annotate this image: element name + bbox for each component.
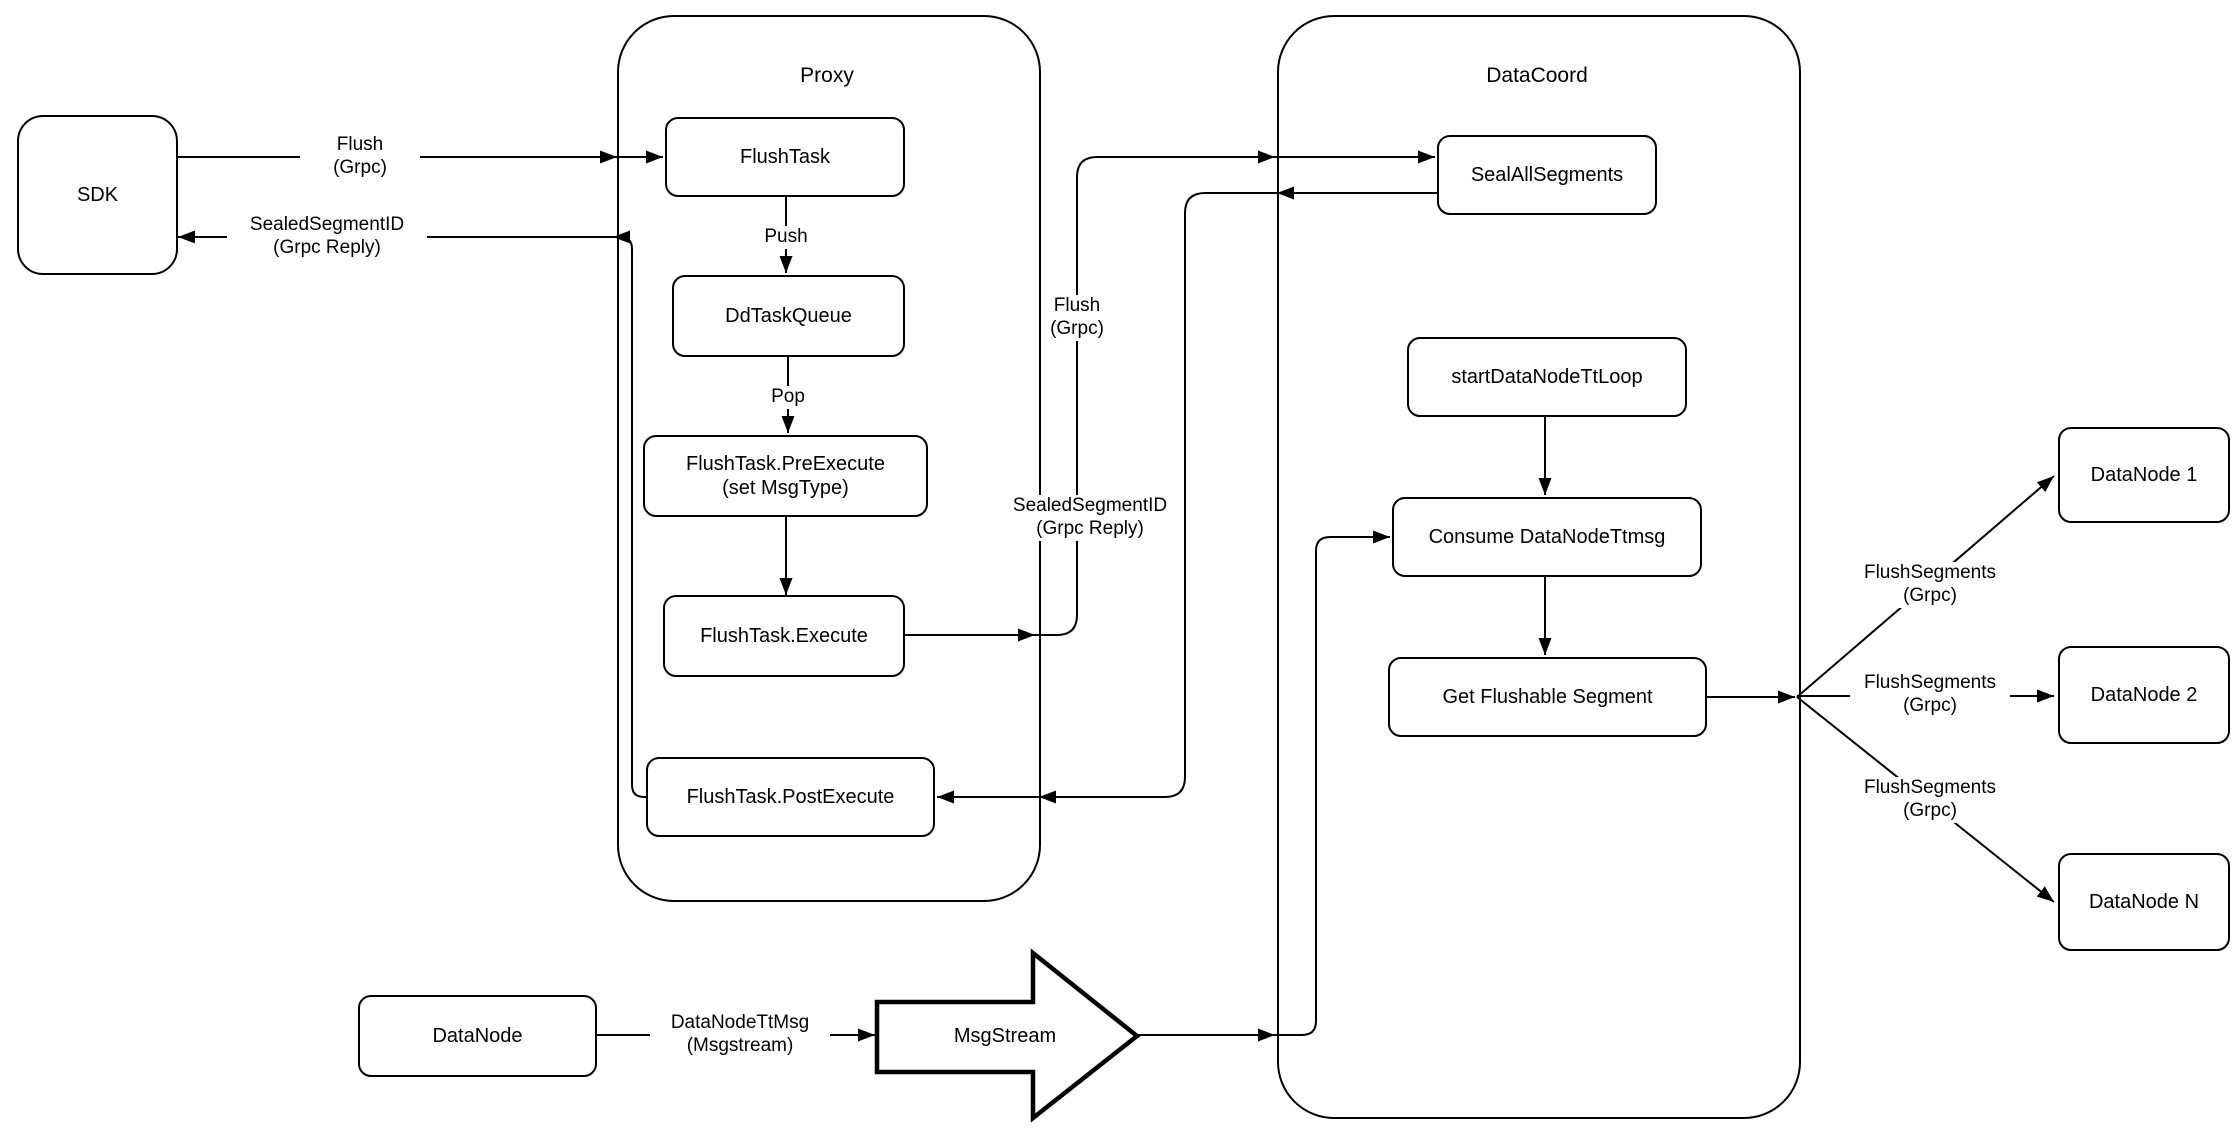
arrowhead: [1258, 1028, 1275, 1042]
arrowhead: [1277, 186, 1294, 200]
edge-msgstream-to-consume: [1137, 536, 1390, 1036]
arrowhead: [1538, 478, 1552, 495]
arrowhead: [781, 416, 795, 433]
arrowhead: [1039, 790, 1056, 804]
arrowhead: [1538, 638, 1552, 655]
node-flushtask: FlushTask: [665, 117, 905, 197]
node-ddtaskqueue: DdTaskQueue: [672, 275, 905, 357]
arrowhead: [1258, 150, 1275, 164]
node-get-flushable-segment: Get Flushable Segment: [1388, 657, 1707, 737]
node-datanode-1: DataNode 1: [2058, 427, 2230, 523]
node-datanode-2: DataNode 2: [2058, 646, 2230, 744]
arrowhead: [779, 256, 793, 273]
edge-execute-to-sealallsegments: [905, 156, 1435, 636]
node-datanode-bottom: DataNode: [358, 995, 597, 1077]
proxy-container: [617, 15, 1041, 902]
edge-label-sealedsegmentid-2: SealedSegmentID (Grpc Reply): [1005, 495, 1175, 541]
edge-postexecute-to-sdk: [178, 236, 646, 798]
arrowhead: [1373, 530, 1390, 544]
edge-label-datanodettmsg: DataNodeTtMsg (Msgstream): [650, 1012, 830, 1058]
edge-label-flushsegments-2: FlushSegments (Grpc): [1850, 672, 2010, 718]
edge-label-sealedsegmentid-1: SealedSegmentID (Grpc Reply): [227, 214, 427, 260]
node-consume-datanodettmsg: Consume DataNodeTtmsg: [1392, 497, 1702, 577]
arrowheads: [178, 150, 2054, 1042]
arrowhead: [2036, 476, 2054, 492]
arrowhead: [1418, 150, 1435, 164]
arrowhead: [1018, 628, 1035, 642]
edge-label-pop: Pop: [748, 386, 828, 409]
arrowhead: [937, 790, 954, 804]
edge-label-push: Push: [746, 226, 826, 249]
node-datanode-n: DataNode N: [2058, 853, 2230, 951]
arrowhead: [613, 230, 630, 244]
node-startdatanodettloop: startDataNodeTtLoop: [1407, 337, 1687, 417]
datacoord-container-title: DataCoord: [1486, 64, 1588, 87]
node-flushtask-postexecute: FlushTask.PostExecute: [646, 757, 935, 837]
arrowhead: [1778, 690, 1795, 704]
proxy-container-title: Proxy: [800, 64, 854, 87]
node-sealallsegments: SealAllSegments: [1437, 135, 1657, 215]
arrowhead: [2037, 689, 2054, 703]
datacoord-container: [1277, 15, 1801, 1119]
edge-label-flushsegments-3: FlushSegments (Grpc): [1850, 777, 2010, 823]
edge-label-flush-grpc-1: Flush (Grpc): [300, 134, 420, 180]
arrowhead: [600, 150, 617, 164]
node-flushtask-execute: FlushTask.Execute: [663, 595, 905, 677]
arrowhead: [779, 578, 793, 595]
edge-sealallsegments-to-postexecute: [937, 192, 1437, 798]
arrowhead: [646, 150, 663, 164]
msgstream-block-arrow: [874, 948, 1141, 1123]
arrowhead: [858, 1028, 875, 1042]
node-sdk: SDK: [17, 115, 178, 275]
node-flushtask-preexecute: FlushTask.PreExecute (set MsgType): [643, 435, 928, 517]
arrowhead: [2036, 886, 2054, 902]
arrowhead: [178, 230, 195, 244]
edge-label-flush-grpc-2: Flush (Grpc): [1041, 295, 1113, 341]
edge-label-flushsegments-1: FlushSegments (Grpc): [1850, 562, 2010, 608]
msgstream-label: MsgStream: [953, 1025, 1057, 1047]
